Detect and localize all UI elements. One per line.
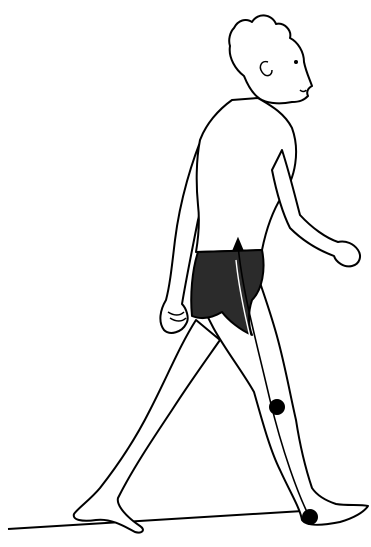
back-leg	[74, 320, 220, 533]
head	[229, 15, 312, 103]
knee-marker	[269, 399, 285, 415]
front-arm	[272, 150, 360, 266]
eye	[294, 60, 298, 64]
ankle-marker	[302, 509, 318, 525]
